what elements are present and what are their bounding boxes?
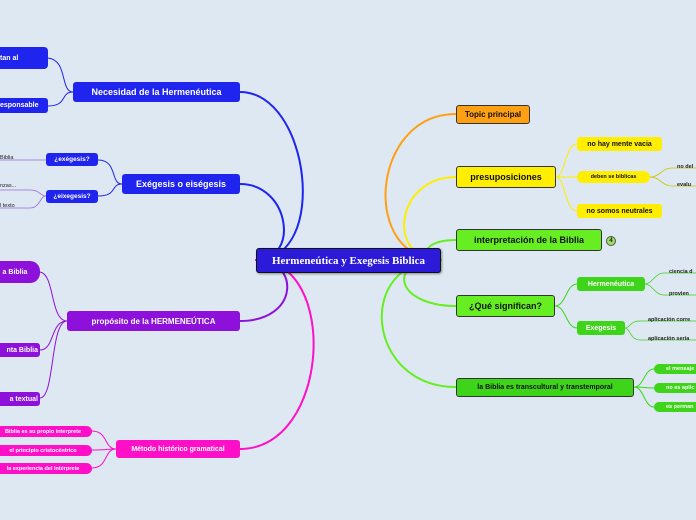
node-metodo-historico[interactable]: Método histórico gramatical (116, 440, 240, 458)
node-presuposiciones[interactable]: presuposiciones (456, 166, 556, 188)
node-metodo-child-2[interactable]: el principio cristocéntrico (0, 445, 92, 456)
leaf-exegesis-def-1: aplicación corre (648, 317, 691, 323)
node-exegesis[interactable]: ¿exégesis? (46, 153, 98, 166)
notes-count-badge[interactable]: 4 (606, 236, 616, 246)
node-metodo-child-3[interactable]: la experiencia del intérprete (0, 463, 92, 474)
central-topic[interactable]: Hermeneútica y Exegesis Biblica (256, 248, 441, 273)
leaf-hermeneutica-2: provien (669, 291, 689, 297)
node-no-es-aplic[interactable]: no es aplic (654, 383, 696, 393)
node-proposito-child-2[interactable]: nta Biblia (0, 343, 40, 357)
leaf-presuposiciones-1: no del (677, 164, 694, 170)
leaf-eixegesis-1: nzas... (0, 183, 17, 189)
node-necesidad-child-1[interactable]: tan al (0, 47, 48, 69)
node-metodo-child-1[interactable]: Biblia es su propio interprete (0, 426, 92, 437)
node-proposito-child-3[interactable]: a textual (0, 392, 40, 406)
node-es-perman[interactable]: es perman (654, 402, 696, 412)
node-biblia-transcultural[interactable]: la Biblia es transcultural y transtempor… (456, 378, 634, 397)
leaf-exegesis-1: Biblia (0, 155, 14, 161)
leaf-eixegesis-2: l texto (0, 203, 15, 209)
node-que-significan[interactable]: ¿Qué significan? (456, 295, 555, 317)
node-exegesis-def[interactable]: Exegesis (577, 321, 625, 335)
node-necesidad-child-2[interactable]: esponsable (0, 98, 48, 113)
node-topic-principal[interactable]: Topic principal (456, 105, 530, 124)
leaf-exegesis-def-2: aplicación seria (648, 336, 690, 342)
node-eixegesis[interactable]: ¿eixegesis? (46, 190, 98, 203)
node-proposito-hermeneutica[interactable]: propósito de la HERMENEÚTICA (67, 311, 240, 331)
leaf-hermeneutica-1: ciencia d (669, 269, 693, 275)
node-interpretacion-biblia[interactable]: interpretación de la Biblia (456, 229, 602, 251)
node-deben-se-biblicas[interactable]: deben se biblicas (577, 171, 650, 183)
node-exegesis-eisegesis[interactable]: Exégesis o eiségesis (122, 174, 240, 194)
node-hermeneutica[interactable]: Hermenéutica (577, 277, 645, 291)
node-no-somos-neutrales[interactable]: no somos neutrales (577, 204, 662, 218)
node-necesidad-hermeneutica[interactable]: Necesidad de la Hermenéutica (73, 82, 240, 102)
node-no-hay-mente-vacia[interactable]: no hay mente vacia (577, 137, 662, 151)
leaf-presuposiciones-2: evalu (677, 182, 692, 188)
node-proposito-child-1[interactable]: a Biblia (0, 261, 40, 283)
node-el-mensaje[interactable]: el mensaje (654, 364, 696, 374)
